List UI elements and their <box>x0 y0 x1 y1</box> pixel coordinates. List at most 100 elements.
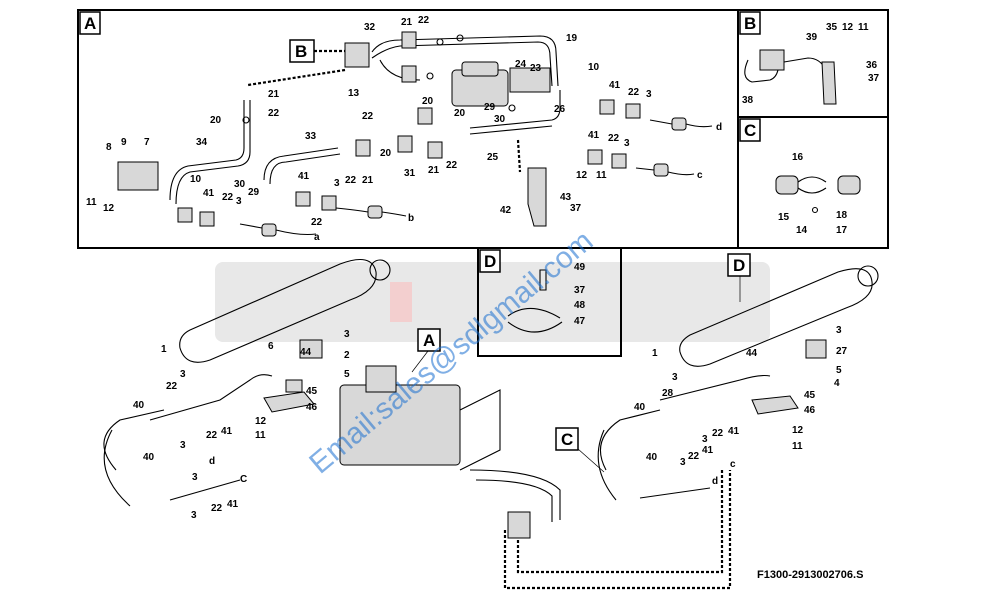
callout-20: 20 <box>422 96 434 107</box>
pipe-end-a: a <box>314 232 320 243</box>
callout-17: 17 <box>836 225 848 236</box>
callout-6: 6 <box>268 341 274 352</box>
callout-32: 32 <box>364 22 376 33</box>
callout-30: 30 <box>494 114 506 125</box>
callout-49: 49 <box>574 262 586 273</box>
callout-22: 22 <box>211 503 223 514</box>
callout-47: 47 <box>574 316 586 327</box>
svg-text:C: C <box>744 121 756 140</box>
callout-1: 1 <box>652 348 658 359</box>
callout-21: 21 <box>401 17 413 28</box>
dashed-connection-d <box>516 470 724 574</box>
callout-29: 29 <box>248 187 260 198</box>
left-cylinder-assembly <box>103 258 391 507</box>
callout-41: 41 <box>221 426 233 437</box>
callout-35: 35 <box>826 22 838 33</box>
callout-12: 12 <box>792 425 804 436</box>
callout-22: 22 <box>446 160 458 171</box>
callout-10: 10 <box>588 62 600 73</box>
pipe-end-d: d <box>716 122 722 133</box>
callout-28: 28 <box>662 388 674 399</box>
svg-text:D: D <box>484 252 496 271</box>
callout-23: 23 <box>530 63 542 74</box>
sdlg-background-logo <box>215 262 770 342</box>
callout-5: 5 <box>836 365 842 376</box>
callout-29: 29 <box>484 102 496 113</box>
callout-3: 3 <box>836 325 842 336</box>
callout-2: 2 <box>344 350 350 361</box>
pipe-end-b: b <box>408 213 414 224</box>
center-valve-block: A <box>339 328 561 539</box>
callout-22: 22 <box>206 430 218 441</box>
callout-10: 10 <box>190 174 202 185</box>
callout-12: 12 <box>255 416 267 427</box>
svg-text:B: B <box>744 14 756 33</box>
callout-44: 44 <box>746 348 758 359</box>
callout-22: 22 <box>166 381 178 392</box>
callout-4: 4 <box>834 378 840 389</box>
callout-12: 12 <box>576 170 588 181</box>
callout-3: 3 <box>702 434 708 445</box>
callout-11: 11 <box>792 441 803 452</box>
callout-3: 3 <box>180 440 186 451</box>
callout-37: 37 <box>574 285 586 296</box>
callout-3: 3 <box>191 510 197 521</box>
right-cylinder-assembly: D <box>597 253 879 501</box>
pipe-end-c: c <box>697 170 703 181</box>
callout-22: 22 <box>628 87 640 98</box>
pipe-end-C: C <box>240 474 247 485</box>
callout-37: 37 <box>868 73 880 84</box>
callout-42: 42 <box>500 205 512 216</box>
callout-37: 37 <box>570 203 582 214</box>
callout-33: 33 <box>305 131 317 142</box>
callout-41: 41 <box>298 171 310 182</box>
detail-d-ref: D <box>733 256 745 275</box>
callout-12: 12 <box>103 203 115 214</box>
panel-d-frame <box>477 247 622 357</box>
callout-27: 27 <box>836 346 848 357</box>
callout-22: 22 <box>362 111 374 122</box>
callout-41: 41 <box>588 130 600 141</box>
dashed-connection-c <box>503 470 732 590</box>
callout-20: 20 <box>380 148 392 159</box>
pipe-end-d: d <box>209 456 215 467</box>
callout-22: 22 <box>418 15 430 26</box>
callout-24: 24 <box>515 59 527 70</box>
pipe-end-c: c <box>730 459 736 470</box>
panel-d-label: D <box>479 249 501 273</box>
callout-3: 3 <box>672 372 678 383</box>
callout-14: 14 <box>796 225 808 236</box>
callout-22: 22 <box>608 133 620 144</box>
callout-40: 40 <box>646 452 658 463</box>
callout-44: 44 <box>300 347 312 358</box>
callout-36: 36 <box>866 60 878 71</box>
callout-41: 41 <box>728 426 740 437</box>
callout-8: 8 <box>106 142 112 153</box>
callout-5: 5 <box>344 369 350 380</box>
callout-40: 40 <box>634 402 646 413</box>
callout-45: 45 <box>306 386 318 397</box>
callout-41: 41 <box>203 188 215 199</box>
callout-16: 16 <box>792 152 804 163</box>
callout-11: 11 <box>86 197 97 208</box>
callout-20: 20 <box>210 115 222 126</box>
detail-a-ref: A <box>423 331 435 350</box>
callout-3: 3 <box>680 457 686 468</box>
callout-46: 46 <box>804 405 816 416</box>
callout-25: 25 <box>487 152 499 163</box>
callout-41: 41 <box>227 499 239 510</box>
panel-c-frame <box>737 116 889 249</box>
callout-7: 7 <box>144 137 150 148</box>
callout-19: 19 <box>566 33 578 44</box>
callout-34: 34 <box>196 137 208 148</box>
callout-22: 22 <box>712 428 724 439</box>
detail-b-ref: B <box>295 42 307 61</box>
panel-b-drawing: 39 35 12 11 36 37 38 <box>742 22 880 106</box>
callout-48: 48 <box>574 300 586 311</box>
callout-13: 13 <box>348 88 360 99</box>
callout-41: 41 <box>609 80 621 91</box>
callout-20: 20 <box>454 108 466 119</box>
svg-text:A: A <box>84 14 96 33</box>
callout-3: 3 <box>334 178 340 189</box>
